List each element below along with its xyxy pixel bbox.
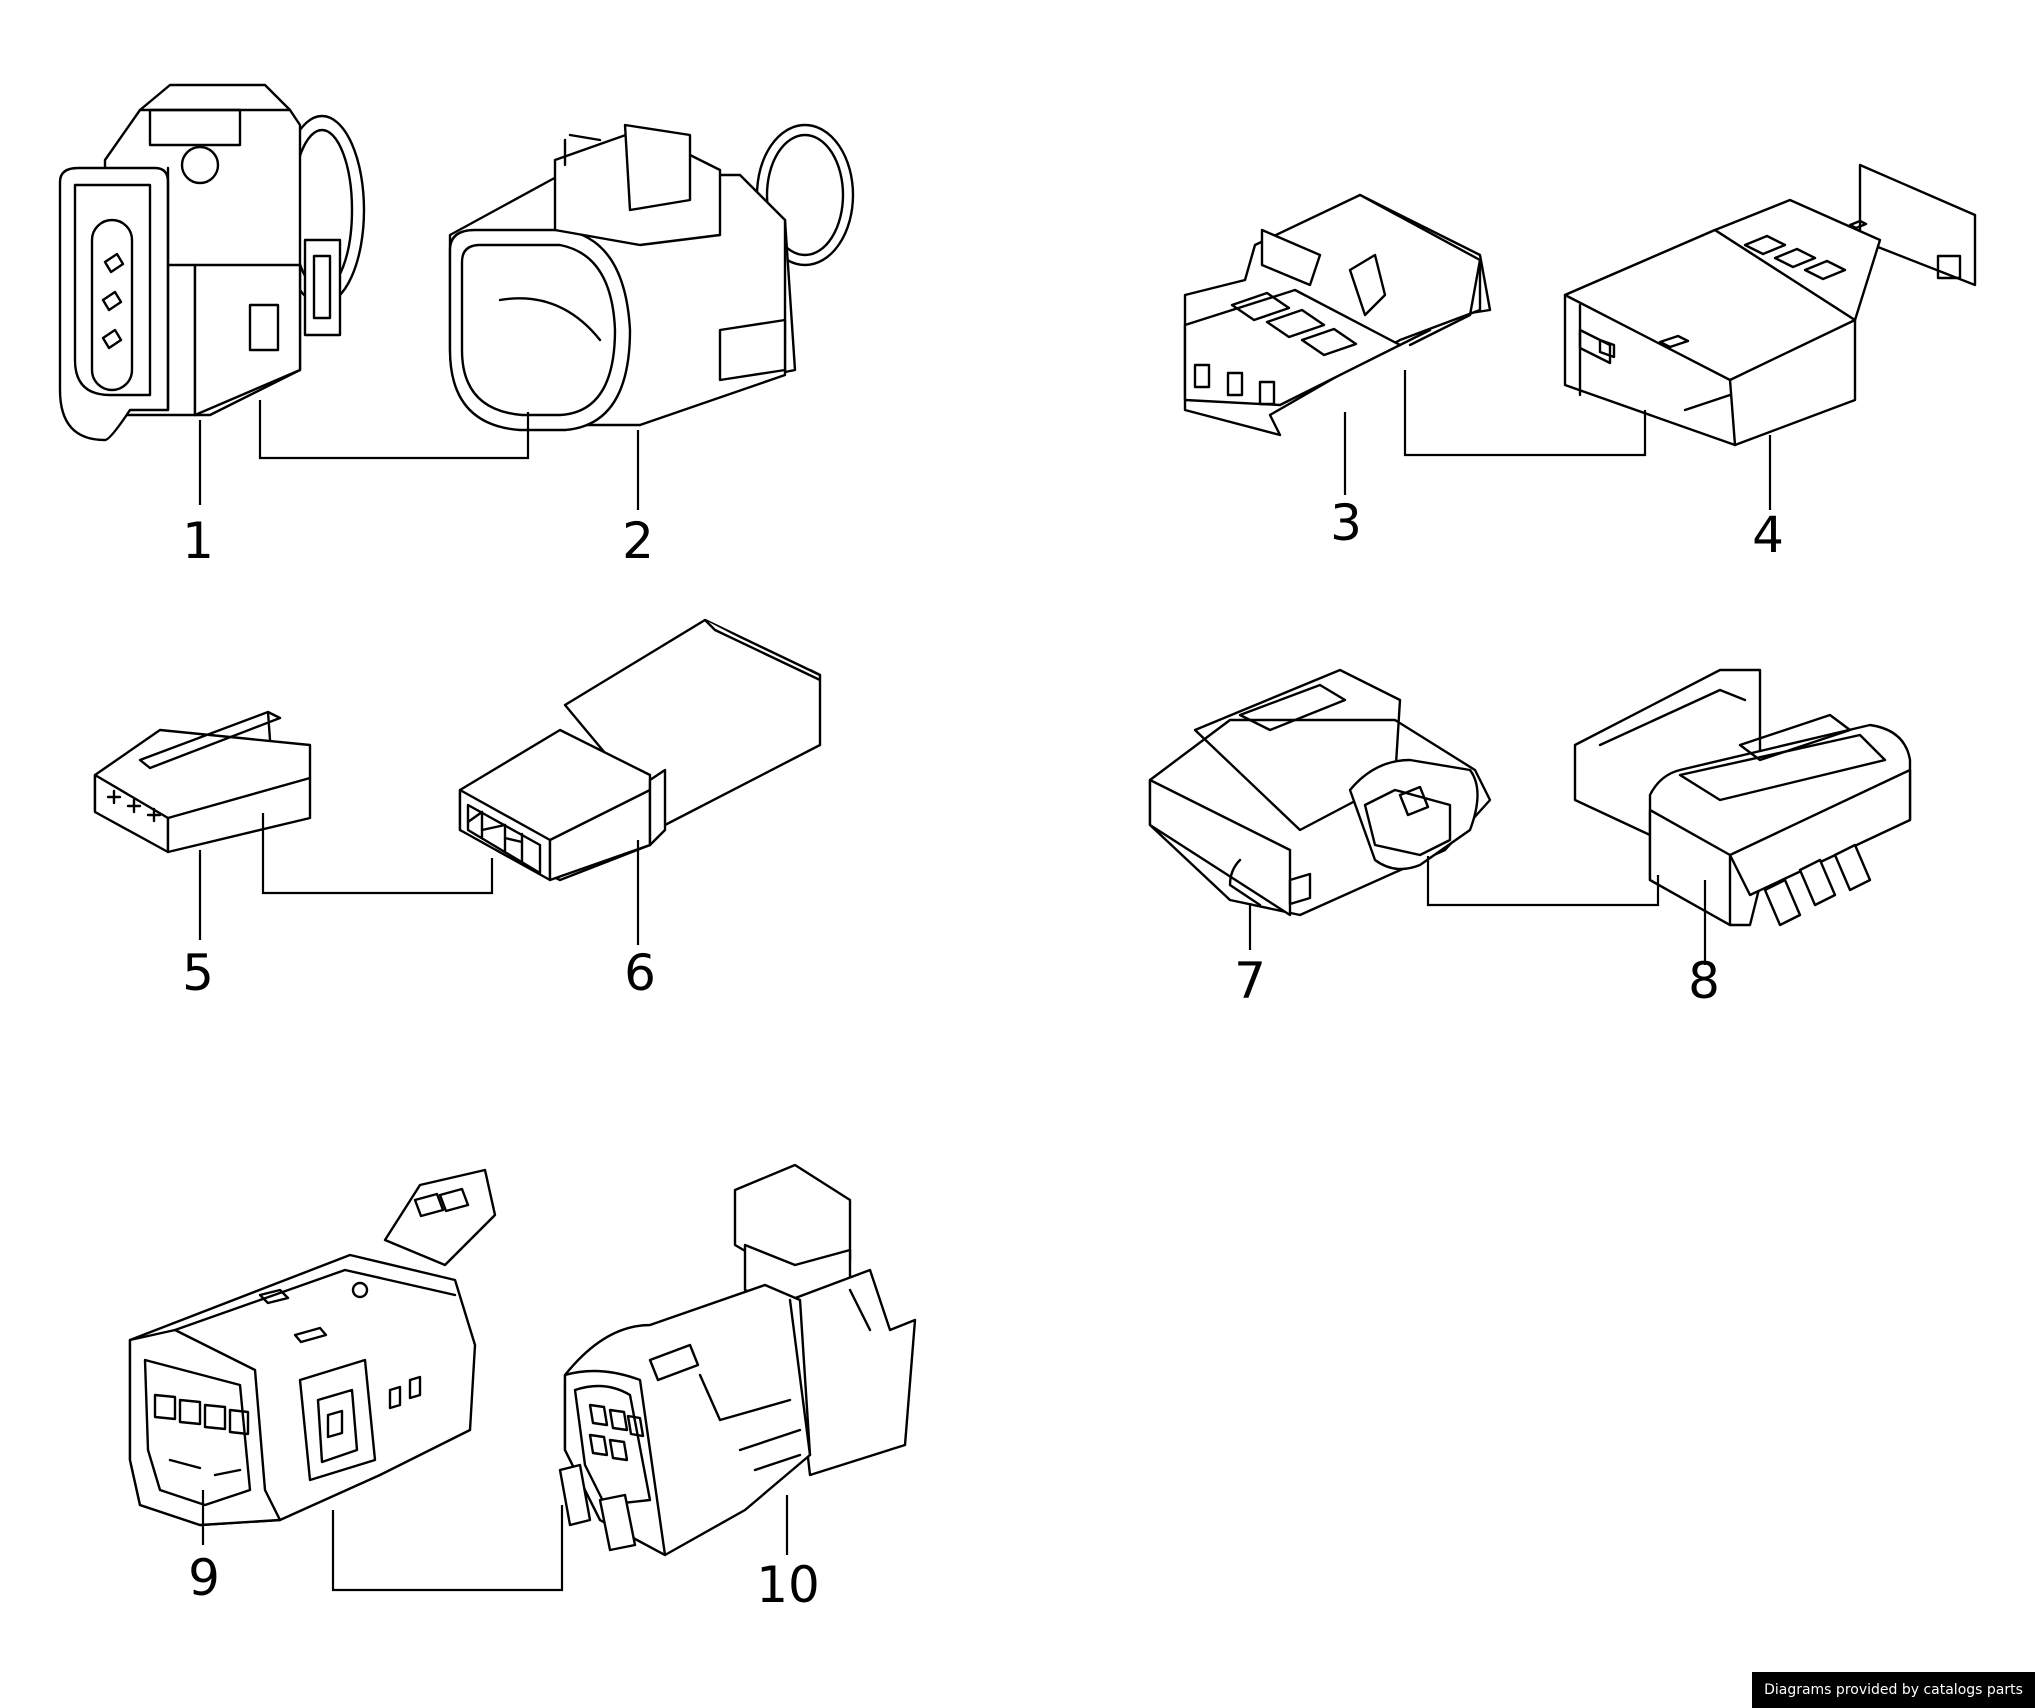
part-5-connector-insert[interactable] bbox=[93, 710, 312, 854]
label-part-10: 10 bbox=[756, 1556, 820, 1614]
leader-lines bbox=[198, 370, 1772, 1592]
part-4-connector-housing[interactable] bbox=[1563, 163, 1977, 447]
label-part-5: 5 bbox=[182, 944, 214, 1002]
part-6-connector-housing[interactable] bbox=[458, 618, 822, 882]
part-10-connector-housing[interactable] bbox=[558, 1163, 917, 1557]
part-9-connector-housing[interactable] bbox=[128, 1168, 497, 1527]
label-part-3: 3 bbox=[1330, 494, 1362, 552]
label-part-8: 8 bbox=[1688, 952, 1720, 1010]
label-part-6: 6 bbox=[624, 944, 656, 1002]
label-part-9: 9 bbox=[188, 1549, 220, 1607]
part-2-connector-housing[interactable] bbox=[448, 123, 855, 432]
label-part-1: 1 bbox=[182, 512, 214, 570]
part-3-connector-housing[interactable] bbox=[1183, 193, 1492, 437]
part-7-connector-housing[interactable] bbox=[1148, 668, 1492, 917]
part-8-connector-housing[interactable] bbox=[1573, 668, 1912, 927]
part-1-connector-housing[interactable] bbox=[58, 83, 366, 442]
label-part-2: 2 bbox=[622, 512, 654, 570]
label-part-4: 4 bbox=[1752, 506, 1784, 564]
part-number-labels: 1 2 3 4 5 6 7 8 9 10 bbox=[182, 494, 1784, 1614]
credit-banner: Diagrams provided by catalogs parts bbox=[1752, 1672, 2035, 1708]
label-part-7: 7 bbox=[1234, 952, 1266, 1010]
